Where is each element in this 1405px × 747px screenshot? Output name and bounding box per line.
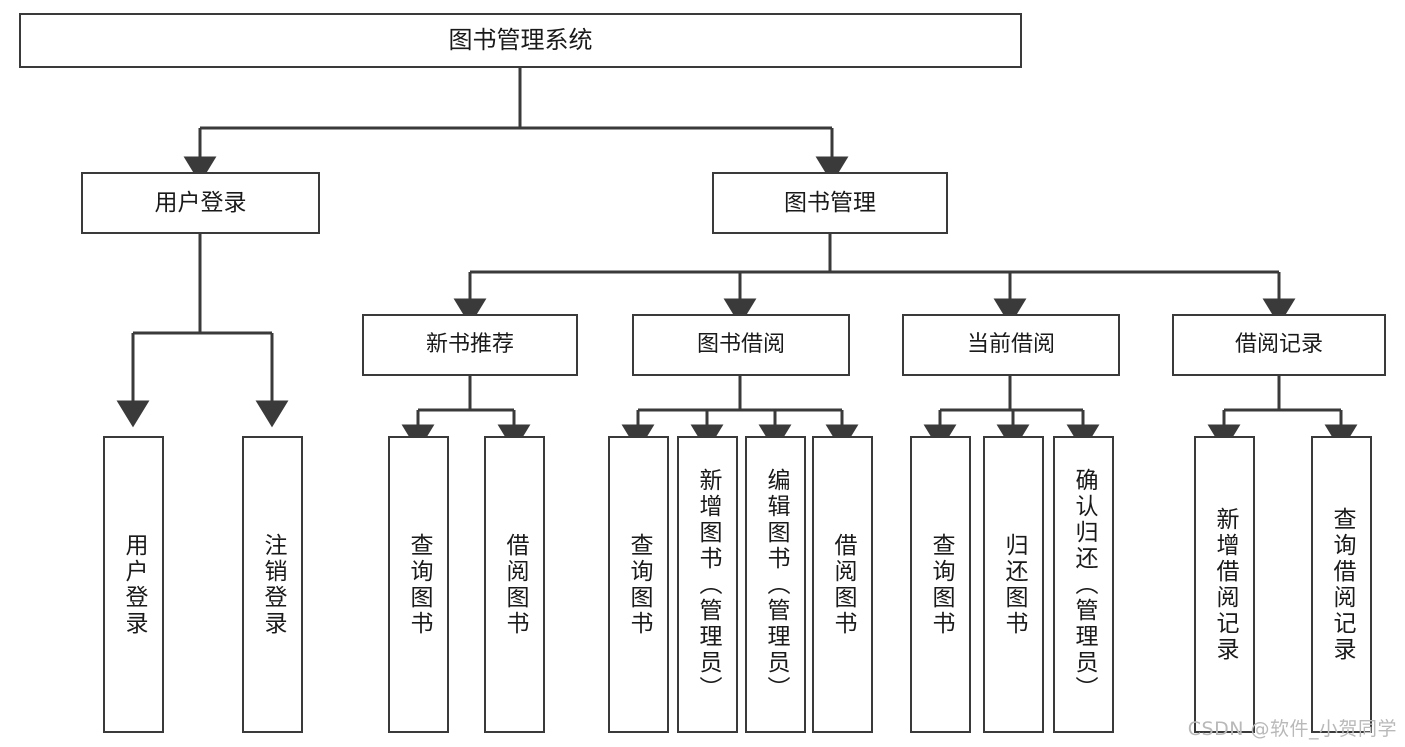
node-label: 查询借阅记录 [1329, 506, 1355, 663]
node-new-book-recommendation[interactable]: 新书推荐 [362, 314, 578, 376]
node-label: 注销登录 [260, 532, 286, 637]
node-label: 当前借阅 [966, 332, 1055, 358]
leaf-add-borrow-record[interactable]: 新增借阅记录 [1194, 436, 1255, 733]
node-user-login[interactable]: 用户登录 [81, 172, 320, 234]
leaf-query-books-current[interactable]: 查询图书 [910, 436, 971, 733]
leaf-user-login[interactable]: 用户登录 [103, 436, 164, 733]
node-current-borrowing[interactable]: 当前借阅 [902, 314, 1120, 376]
csdn-watermark: CSDN @软件_小贺同学 [1187, 718, 1397, 740]
node-label: 编辑图书（管理员） [763, 467, 789, 702]
leaf-add-book-admin[interactable]: 新增图书（管理员） [677, 436, 738, 733]
node-label: 新增借阅记录 [1212, 506, 1238, 663]
node-label: 图书管理系统 [448, 25, 593, 54]
node-label: 图书管理 [784, 189, 876, 216]
node-label: 确认归还（管理员） [1071, 467, 1097, 702]
leaf-query-books-recommend[interactable]: 查询图书 [388, 436, 449, 733]
leaf-confirm-return-admin[interactable]: 确认归还（管理员） [1053, 436, 1114, 733]
node-label: 图书借阅 [696, 332, 785, 358]
node-label: 新书推荐 [425, 332, 514, 358]
node-label: 借阅图书 [830, 532, 856, 637]
node-root-book-management-system[interactable]: 图书管理系统 [19, 13, 1022, 68]
leaf-query-books-borrow[interactable]: 查询图书 [608, 436, 669, 733]
node-label: 借阅图书 [502, 532, 528, 637]
node-label: 归还图书 [1001, 532, 1027, 637]
node-label: 新增图书（管理员） [695, 467, 721, 702]
node-book-management[interactable]: 图书管理 [712, 172, 948, 234]
leaf-borrow-books[interactable]: 借阅图书 [812, 436, 873, 733]
leaf-return-books[interactable]: 归还图书 [983, 436, 1044, 733]
node-label: 用户登录 [121, 532, 147, 637]
node-label: 用户登录 [154, 189, 247, 216]
leaf-logout[interactable]: 注销登录 [242, 436, 303, 733]
node-book-borrowing[interactable]: 图书借阅 [632, 314, 850, 376]
leaf-edit-book-admin[interactable]: 编辑图书（管理员） [745, 436, 806, 733]
node-label: 查询图书 [406, 532, 432, 637]
node-label: 查询图书 [626, 532, 652, 637]
node-label: 查询图书 [928, 532, 954, 637]
leaf-query-borrow-record[interactable]: 查询借阅记录 [1311, 436, 1372, 733]
leaf-borrow-books-recommend[interactable]: 借阅图书 [484, 436, 545, 733]
node-borrowing-record[interactable]: 借阅记录 [1172, 314, 1386, 376]
node-label: 借阅记录 [1234, 332, 1323, 358]
